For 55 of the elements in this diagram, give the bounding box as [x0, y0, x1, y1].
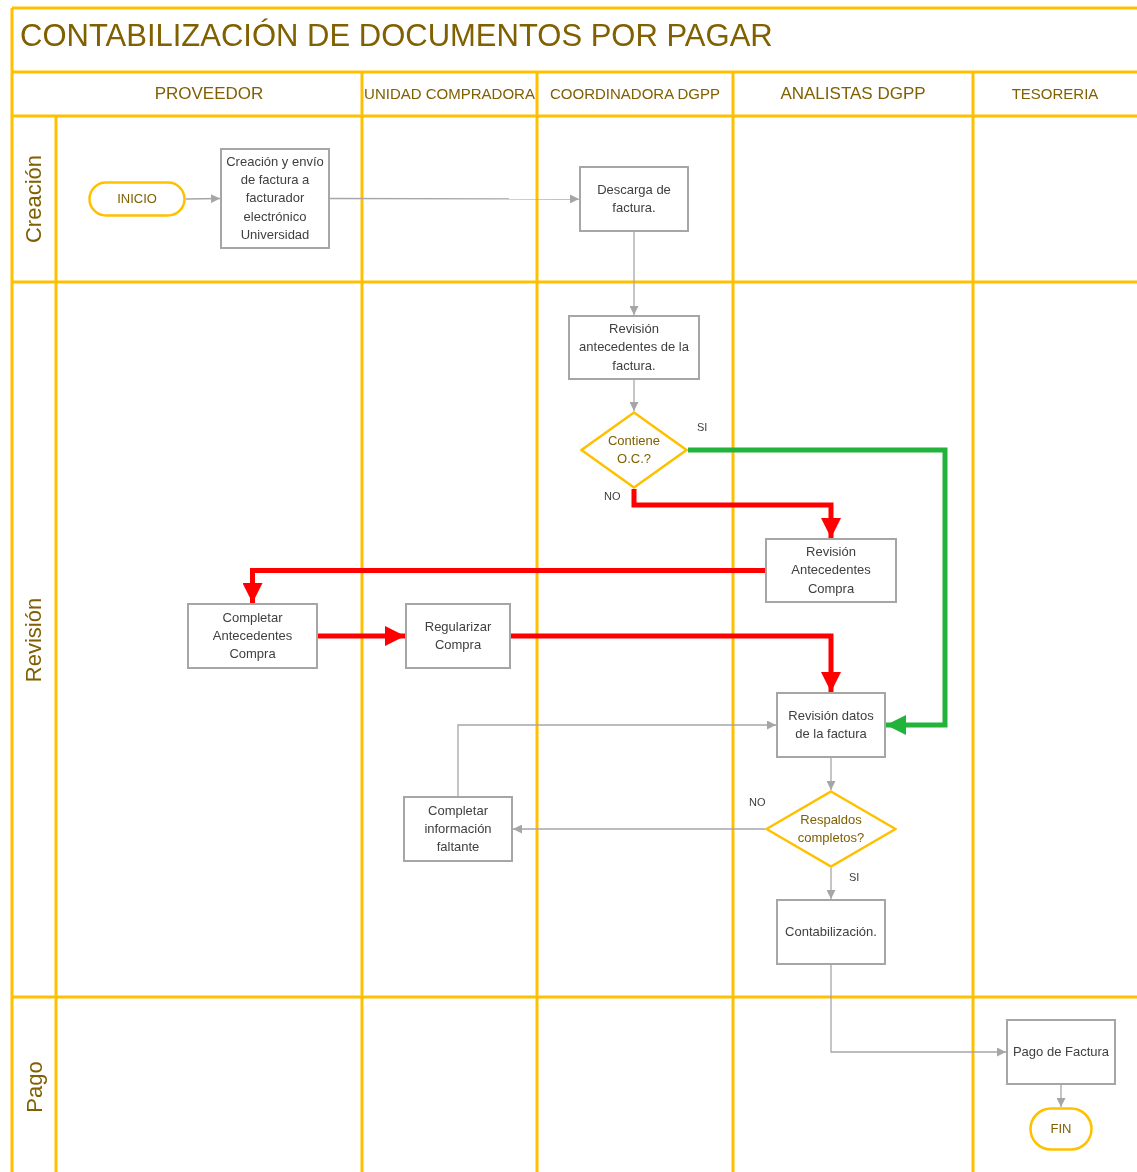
- connector-arrow: [242, 568, 765, 603]
- connector-arrow: [826, 867, 836, 900]
- decision-diamond: [765, 790, 897, 868]
- node-text: Contabilización.: [784, 922, 878, 941]
- phase-label: Pago: [21, 1061, 48, 1113]
- process-box: [1006, 1019, 1116, 1085]
- connector-arrow: [1056, 1084, 1066, 1108]
- node-text: Completar información faltante: [423, 801, 493, 857]
- node-text: Descarga de factura.: [596, 180, 672, 217]
- node-text: Revisión datos de la factura: [787, 706, 875, 743]
- edge-label: SI: [696, 421, 709, 433]
- connector-arrow: [629, 379, 639, 412]
- lane-header: ANALISTAS DGPP: [779, 82, 927, 105]
- connector-arrow: [629, 231, 639, 316]
- node-text: INICIO: [116, 189, 158, 208]
- process-box: [776, 692, 886, 758]
- connector-arrow: [512, 824, 766, 834]
- connector-arrow: [830, 964, 1007, 1057]
- process-box: [568, 315, 700, 380]
- connector-arrow: [457, 720, 777, 797]
- lane-header: PROVEEDOR: [153, 82, 265, 105]
- lane-header: COORDINADORA DGPP: [549, 84, 721, 104]
- connector-arrow: [631, 489, 841, 538]
- connector-arrow: [826, 757, 836, 791]
- edge-label: NO: [748, 796, 767, 808]
- connector-arrow: [511, 633, 841, 692]
- terminal-shape: [88, 181, 186, 217]
- node-text: FIN: [1049, 1119, 1073, 1138]
- connector-arrow: [185, 194, 221, 204]
- node-text: Respaldos completos?: [796, 810, 866, 847]
- process-box: [776, 899, 886, 965]
- node-text: Creación y envío de factura a facturador electrónico Universidad: [225, 153, 325, 244]
- process-box: [187, 603, 318, 669]
- node-text: Pago de Factura: [1011, 1042, 1111, 1061]
- node-text: Contiene O.C.?: [606, 431, 661, 468]
- lane-header: TESORERIA: [1010, 84, 1100, 104]
- node-text: Regularizar Compra: [423, 617, 493, 654]
- node-text: Completar Antecedentes Compra: [211, 608, 294, 664]
- edge-label: NO: [603, 490, 622, 502]
- terminal-shape: [1029, 1107, 1093, 1151]
- decision-diamond: [580, 411, 688, 489]
- connector-arrow: [688, 447, 948, 735]
- diagram-title: CONTABILIZACIÓN DE DOCUMENTOS POR PAGAR: [20, 18, 773, 54]
- edge-label: SI: [848, 871, 861, 883]
- phase-label: Creación: [21, 155, 47, 243]
- phase-label: Revisión: [21, 597, 48, 683]
- process-box: [405, 603, 511, 669]
- process-box: [765, 538, 897, 603]
- node-text: Revisión antecedentes de la factura.: [578, 320, 690, 375]
- node-text: Revisión Antecedentes Compra: [790, 543, 872, 598]
- connector-arrow: [329, 194, 580, 204]
- lane-header: UNIDAD COMPRADORA: [363, 84, 536, 104]
- connector-arrow: [318, 626, 405, 646]
- process-box: [403, 796, 513, 862]
- process-box: [579, 166, 689, 232]
